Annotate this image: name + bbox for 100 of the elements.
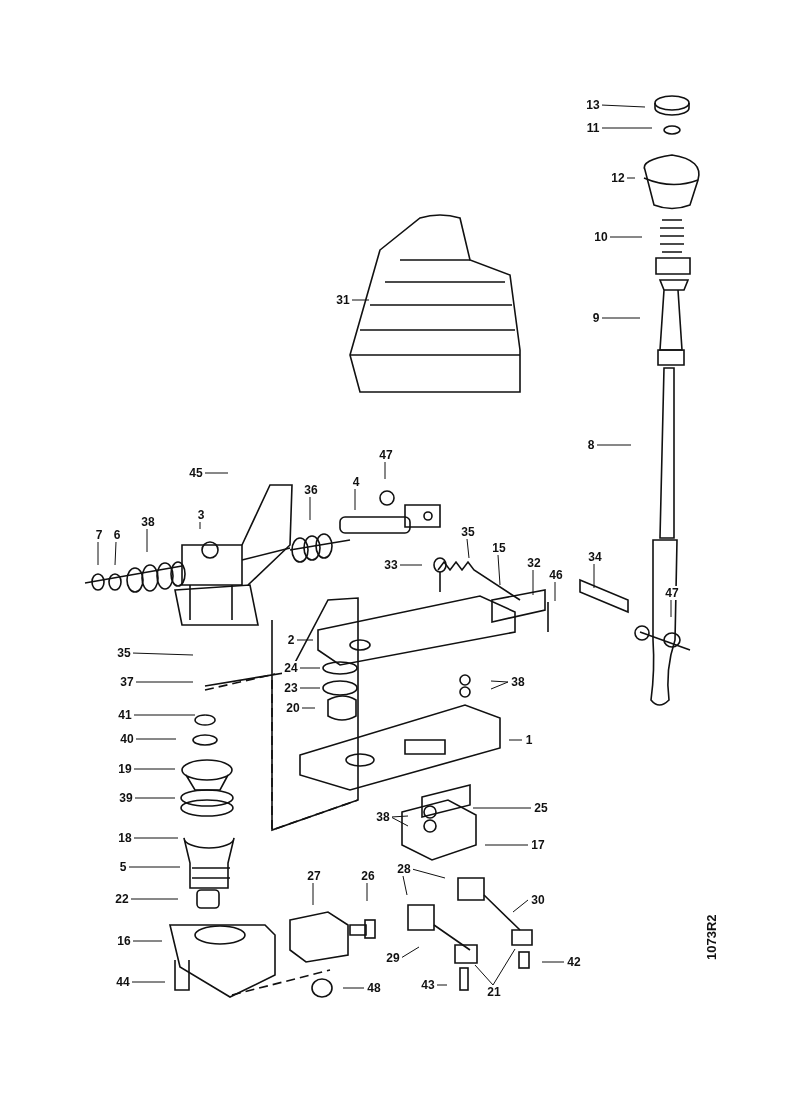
callout-number: 45 [187,466,205,480]
leader-line [390,815,409,818]
leader-line [466,538,470,559]
callout-number: 16 [115,934,133,948]
leader-line [512,899,529,913]
leader-line [127,866,181,868]
leader-line [532,569,534,596]
callout-number: 41 [116,708,134,722]
callout-number: 23 [282,681,300,695]
leader-line [484,844,529,846]
callout-number: 42 [565,955,583,969]
leader-line [608,236,643,238]
callout-number: 8 [585,438,597,452]
leader-line [402,875,408,896]
leader-line [508,739,523,741]
leader-line [497,554,501,586]
leader-line [309,496,311,521]
callout-number: 38 [509,675,527,689]
callout-number: 32 [525,556,543,570]
leader-line [130,981,166,983]
leader-line [342,987,365,989]
callout-number: 7 [93,528,105,542]
leader-line [131,940,163,942]
leader-line [600,317,641,319]
leader-line [600,127,653,129]
leader-line [625,177,636,179]
leader-line [435,984,448,986]
callout-number: 20 [284,701,302,715]
leader-line [398,564,423,566]
leader-line [133,797,176,799]
leader-line [132,768,176,770]
leader-line [129,898,179,900]
leader-line [132,837,179,839]
callout-number: 43 [419,978,437,992]
leader-line [295,639,314,641]
callout-number: 48 [365,981,383,995]
leader-line [132,714,196,716]
callout-number: 9 [590,311,602,325]
callout-number: 38 [374,810,392,824]
leader-line [199,521,201,530]
callout-number: 35 [115,646,133,660]
leader-line [474,964,494,986]
callout-number: 15 [490,541,508,555]
leader-line [350,299,370,301]
leader-line [390,816,409,827]
callout-number: 36 [302,483,320,497]
leader-line [384,461,386,480]
leader-line [134,681,194,683]
callout-number: 5 [117,860,129,874]
leader-line [298,687,321,689]
callout-number: 30 [529,893,547,907]
callout-number: 28 [395,862,413,876]
leader-line [114,541,117,566]
callout-number: 18 [116,831,134,845]
callout-number: 1 [523,733,535,747]
callout-number: 37 [118,675,136,689]
callout-number: 3 [195,508,207,522]
callout-number: 12 [609,171,627,185]
callout-number: 47 [663,586,681,600]
leader-line [411,868,446,879]
callout-number: 35 [459,525,477,539]
leader-line [97,541,99,566]
callout-number: 39 [117,791,135,805]
leader-line [146,528,148,553]
leader-line [354,488,356,511]
callout-number: 46 [547,568,565,582]
callout-number: 29 [384,951,402,965]
leader-line [400,946,420,959]
callout-number: 19 [116,762,134,776]
leader-line [541,961,565,963]
leader-line [490,681,509,690]
leader-line [490,680,509,683]
leader-line [298,667,321,669]
callout-number: 33 [382,558,400,572]
callout-number: 4 [350,475,362,489]
callout-number: 11 [584,121,602,135]
callout-number: 13 [584,98,602,112]
leader-line [670,599,672,618]
leader-line [134,738,177,740]
callout-number: 31 [334,293,352,307]
callout-number: 27 [305,869,323,883]
callout-number: 26 [359,869,377,883]
leader-line [472,807,532,809]
leader-line [131,652,194,656]
callout-number: 6 [111,528,123,542]
callout-number: 21 [485,985,503,999]
callout-number: 44 [114,975,132,989]
drawing-number: 1073R2 [704,914,719,960]
leader-line [312,882,314,906]
callout-number: 22 [113,892,131,906]
callout-number: 47 [377,448,395,462]
leader-line [366,882,368,902]
callout-number: 40 [118,732,136,746]
callout-number: 24 [282,661,300,675]
callout-number: 38 [139,515,157,529]
leader-line [203,472,229,474]
leader-line [492,948,516,986]
leader-line [300,707,316,709]
callout-number: 25 [532,801,550,815]
leader-line [595,444,632,446]
